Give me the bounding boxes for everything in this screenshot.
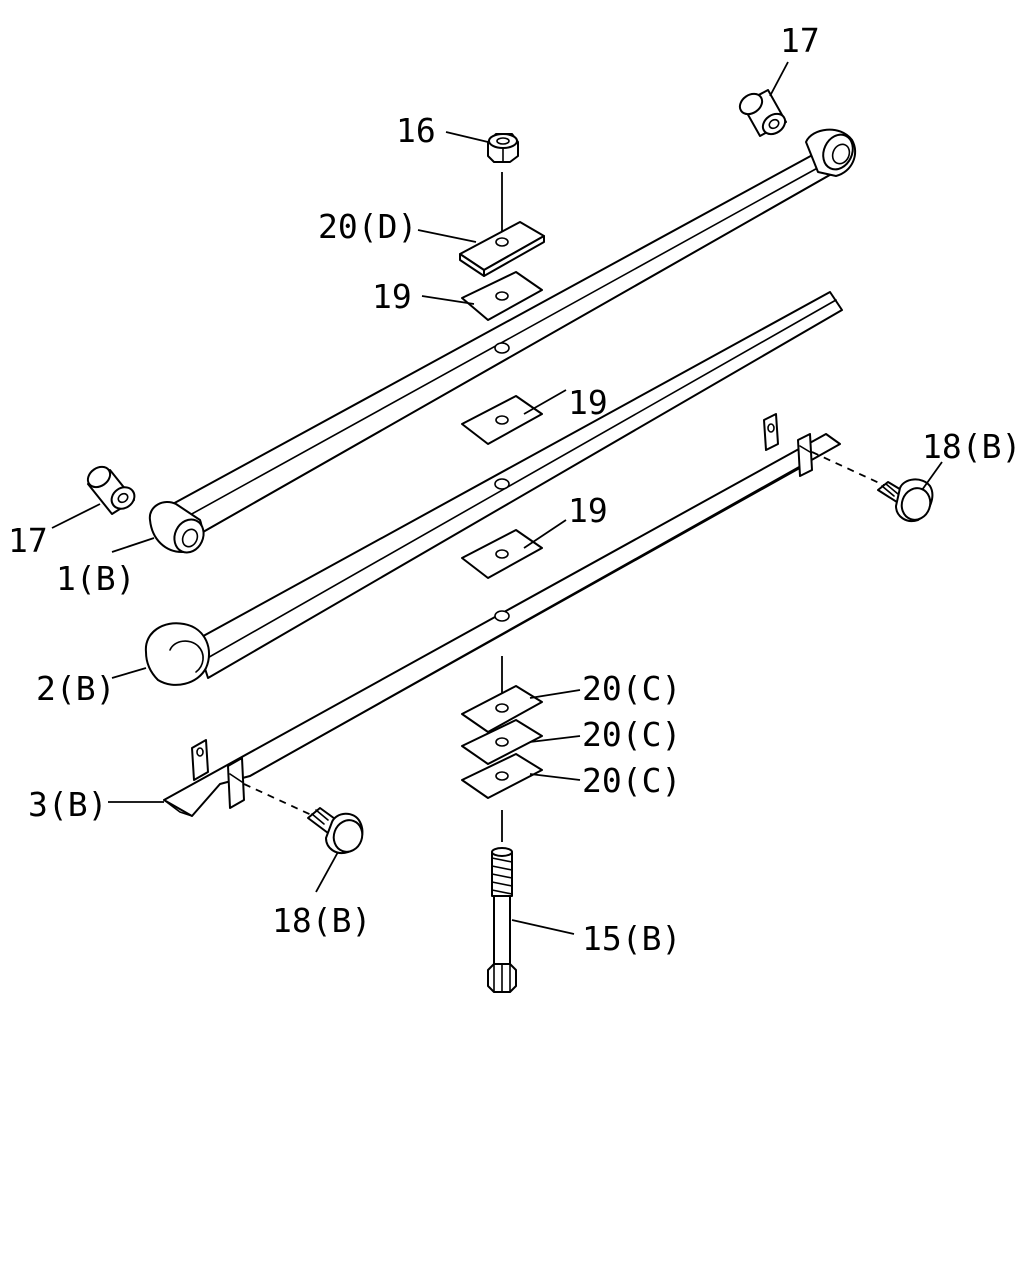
bushing-17-top: [738, 89, 787, 137]
main-leaf-1b: [148, 128, 857, 554]
callout-3b: 3(B): [28, 785, 107, 824]
callout-2b: 2(B): [36, 669, 115, 708]
bolt-18b-bottom: [243, 783, 364, 854]
plate-20c-2: [461, 719, 543, 765]
callout-18b-bottom: 18(B): [272, 901, 371, 940]
pad-19-top: [461, 271, 543, 321]
pad-19-middle: [461, 395, 543, 445]
second-leaf-2b: [144, 291, 843, 686]
plate-20d: [459, 221, 545, 277]
plate-20c-3: [461, 753, 543, 799]
bushing-17-left: [86, 465, 136, 515]
callout-19-middle: 19: [568, 383, 608, 422]
callout-17-left: 17: [8, 521, 48, 560]
pad-19-lower: [461, 529, 543, 579]
third-leaf-3b: [163, 413, 841, 817]
callout-1b: 1(B): [56, 559, 135, 598]
callout-20c-2: 20(C): [582, 715, 681, 754]
callout-20c-1: 20(C): [582, 669, 681, 708]
center-bolt-15b: [487, 847, 517, 993]
plate-20c-1: [461, 685, 543, 733]
callout-19-lower: 19: [568, 491, 608, 530]
callout-17-top: 17: [780, 21, 820, 60]
callout-15b: 15(B): [582, 919, 681, 958]
bolt-18b-right: [811, 451, 934, 522]
nut-16: [487, 133, 519, 163]
callout-20d: 20(D): [318, 207, 417, 246]
callout-16: 16: [396, 111, 436, 150]
callout-20c-3: 20(C): [582, 761, 681, 800]
callout-18b-right: 18(B): [922, 427, 1021, 466]
leader-lines: [51, 61, 943, 935]
callout-labels: 17 16 20(D) 19 19 19 17 1(B) 18(B) 2(B) …: [8, 21, 1021, 958]
callout-19-top: 19: [372, 277, 412, 316]
